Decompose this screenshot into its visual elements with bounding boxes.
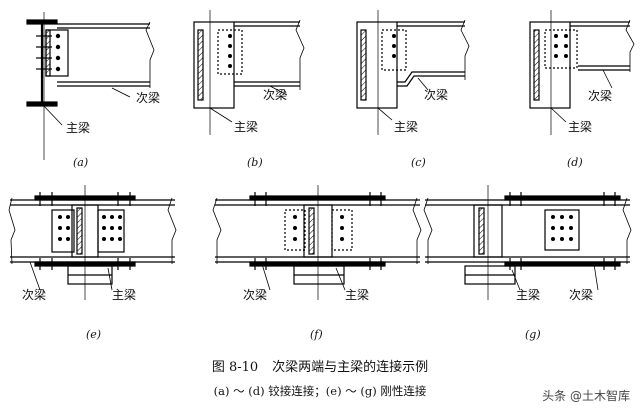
figure-note: (a) ～ (d) 铰接连接；(e) ～ (g) 刚性连接 — [213, 384, 427, 398]
label-secondary-beam-b: 次梁 — [263, 88, 288, 102]
panel-label-f: (f) — [310, 328, 323, 341]
label-main-beam-g: 主梁 — [516, 288, 541, 302]
figure-title: 次梁两端与主梁的连接示例 — [272, 360, 429, 375]
panel-f-drawing — [212, 185, 422, 300]
panel-label-b: (b) — [247, 156, 263, 169]
panel-d-drawing — [529, 10, 635, 135]
panel-c-drawing — [356, 10, 470, 135]
label-secondary-beam-a: 次梁 — [136, 91, 161, 105]
label-main-beam-b: 主梁 — [234, 120, 259, 134]
panel-b-drawing — [193, 10, 305, 135]
panel-label-c: (c) — [411, 156, 426, 169]
label-main-beam-d: 主梁 — [568, 120, 593, 134]
panel-a-drawing — [26, 12, 155, 160]
label-main-beam-f: 主梁 — [345, 288, 370, 302]
panel-label-e: (e) — [86, 328, 102, 341]
label-secondary-beam-g: 次梁 — [569, 288, 594, 302]
watermark: 头条 @土木智库 — [542, 389, 630, 403]
label-main-beam-a: 主梁 — [66, 121, 91, 135]
panel-e-drawing — [8, 185, 177, 300]
label-secondary-beam-e: 次梁 — [22, 288, 47, 302]
panel-label-d: (d) — [567, 156, 583, 169]
figure-caption: 图 8-10 次梁两端与主梁的连接示例 — [0, 361, 640, 374]
label-main-beam-c: 主梁 — [394, 120, 419, 134]
label-main-beam-e: 主梁 — [112, 288, 137, 302]
label-secondary-beam-d: 次梁 — [588, 89, 613, 103]
panel-label-g: (g) — [525, 328, 541, 341]
figure-number: 图 8-10 — [211, 360, 259, 375]
panel-label-a: (a) — [73, 156, 89, 169]
label-secondary-beam-f: 次梁 — [243, 288, 268, 302]
panel-g-drawing — [423, 185, 632, 300]
label-secondary-beam-c: 次梁 — [424, 88, 449, 102]
